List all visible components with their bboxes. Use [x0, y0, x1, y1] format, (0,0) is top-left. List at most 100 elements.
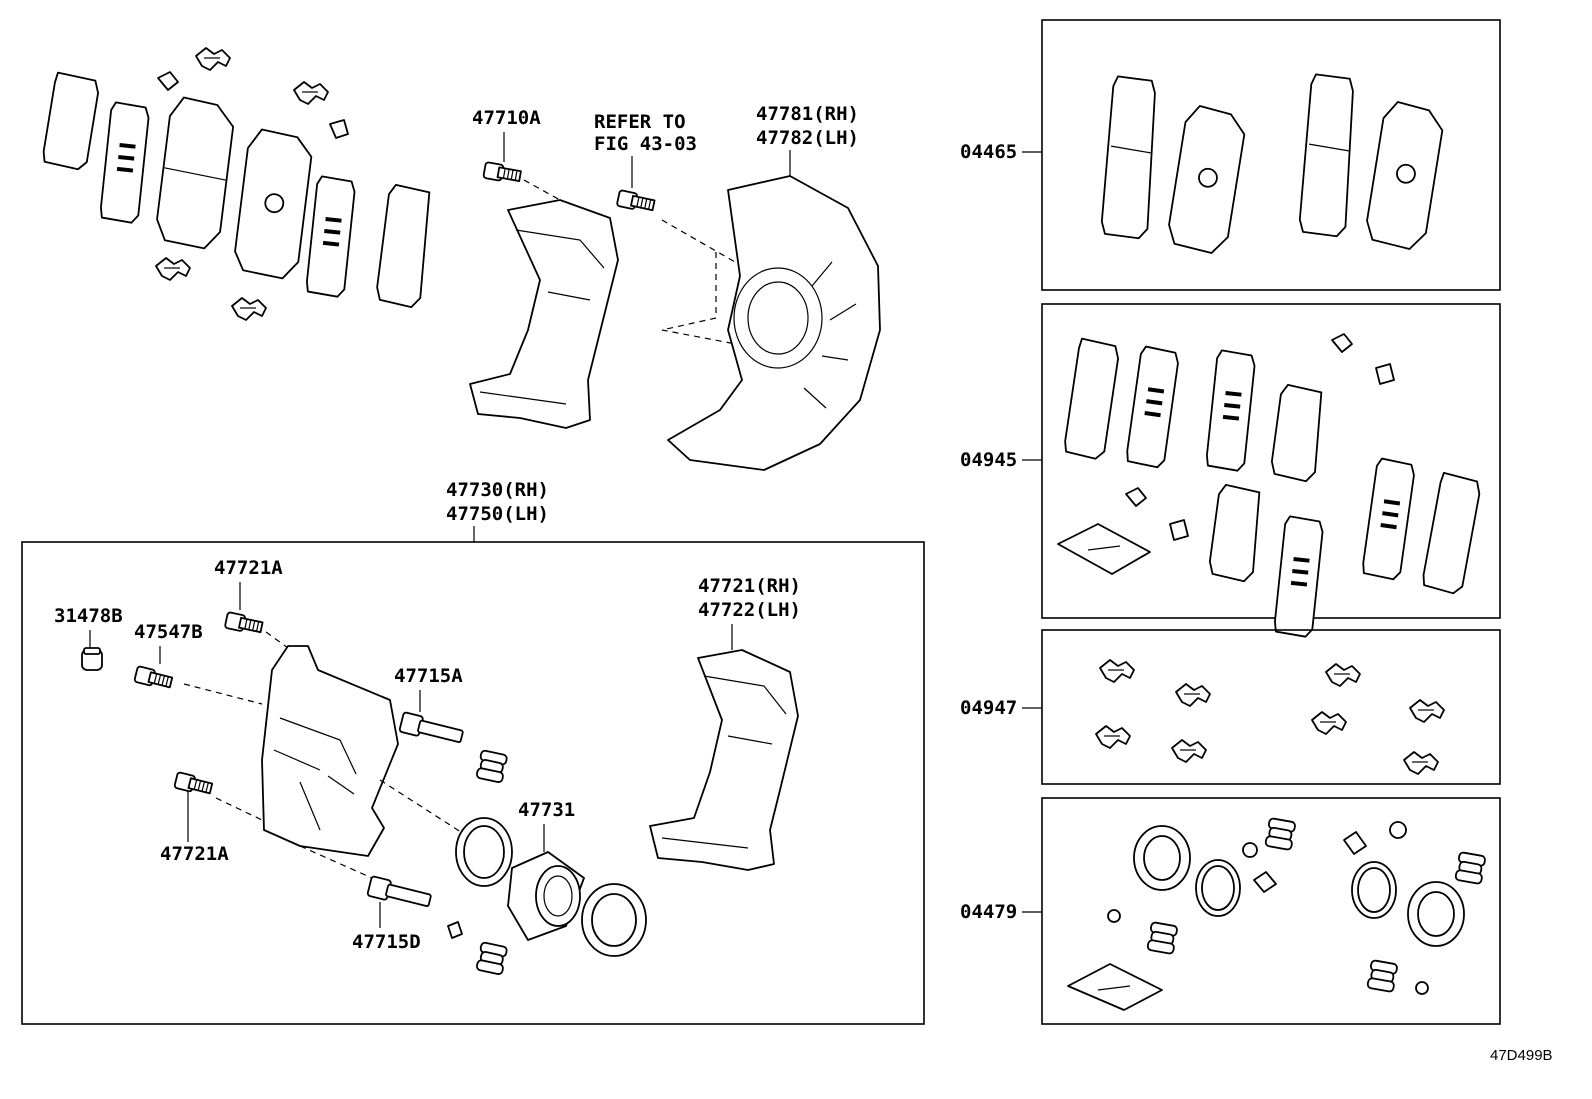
pad-clip	[195, 47, 231, 71]
wear-indicator	[1169, 519, 1189, 541]
kit-box-04479	[1041, 797, 1501, 1025]
label-47721-rh: 47721(RH)	[698, 575, 801, 597]
label-04945: 04945	[960, 449, 1017, 471]
bushing-boot	[1146, 921, 1179, 955]
pad-support-clip	[1409, 699, 1445, 723]
bleeder-cap-31478B	[81, 647, 103, 671]
wear-indicator	[157, 71, 179, 91]
inner-brake-pad	[234, 128, 313, 280]
label-47781-rh: 47781(RH)	[756, 103, 859, 125]
label-refer-fig: FIG 43-03	[594, 133, 697, 155]
wear-indicator	[329, 119, 349, 139]
dashed-guide	[379, 779, 465, 835]
slide-bushing-boot	[475, 941, 509, 976]
kit-box-04945	[1041, 303, 1501, 619]
piston-seal	[1195, 859, 1241, 917]
dashed-guide	[523, 179, 561, 201]
pad-support-clip	[1325, 663, 1361, 687]
wear-indicator	[1125, 487, 1147, 507]
label-04947: 04947	[960, 697, 1017, 719]
pad-support-clip	[1099, 659, 1135, 683]
piston-seal	[1351, 861, 1397, 919]
small-clip	[1343, 831, 1367, 855]
bolt-47721A-top	[223, 611, 265, 637]
bushing-boot	[1264, 817, 1297, 851]
label-47715D: 47715D	[352, 931, 421, 953]
pad-kit-04465	[1099, 73, 1444, 254]
label-31478B: 31478B	[54, 605, 123, 627]
pad-support-clip	[1311, 711, 1347, 735]
anti-squeal-shim	[1422, 471, 1481, 595]
wear-indicator	[1375, 363, 1395, 385]
small-clip	[1253, 871, 1277, 893]
label-47722-lh: 47722(LH)	[698, 599, 801, 621]
bleeder-plug-47547B	[133, 665, 174, 692]
anti-squeal-shim	[1204, 349, 1257, 473]
dashed-guide	[215, 797, 263, 821]
label-47721A-top: 47721A	[214, 557, 283, 579]
grease-packet	[1057, 523, 1151, 575]
cylinder-boot	[1407, 881, 1465, 947]
bleeder-cap	[1389, 821, 1407, 839]
pad-clip	[155, 257, 191, 281]
label-47710A: 47710A	[472, 107, 541, 129]
label-47715A: 47715A	[394, 665, 463, 687]
bolt-47721A-bottom	[173, 771, 214, 798]
pad-clip	[231, 297, 267, 321]
grease-packet-mark	[1097, 985, 1131, 991]
pad-support-clip	[1095, 725, 1131, 749]
disc-brake-dust-cover	[667, 175, 881, 471]
slide-bushing-boot	[475, 749, 509, 784]
brake-cylinder-body	[261, 645, 399, 857]
clip-kit-04947	[1095, 659, 1445, 775]
small-cap	[1107, 909, 1121, 923]
small-cap	[1415, 981, 1429, 995]
wear-indicator	[1331, 333, 1353, 353]
anti-squeal-shim	[1124, 345, 1181, 470]
bushing-boot	[1366, 959, 1399, 993]
label-47750-lh: 47750(LH)	[446, 503, 549, 525]
kit-box-04947	[1041, 629, 1501, 785]
cylinder-kit-04479	[1067, 817, 1487, 1011]
brake-pad	[1297, 73, 1357, 238]
kit-box-04465	[1041, 19, 1501, 291]
cylinder-boot-ring	[581, 883, 647, 957]
caliper-assembly-box	[21, 541, 925, 1025]
cylinder-piston-47731	[507, 851, 585, 941]
label-47730-rh: 47730(RH)	[446, 479, 549, 501]
label-refer-to: REFER TO	[594, 111, 686, 133]
pad-kit-exploded-view	[42, 47, 431, 321]
bushing-boot	[1454, 851, 1487, 885]
slide-pin-47715A	[398, 711, 464, 743]
bolt-refer-fig-43-03	[615, 189, 657, 215]
dashed-guide	[299, 845, 373, 879]
pad-shim-2	[304, 175, 357, 299]
caliper-mounting-assembly	[649, 649, 799, 871]
dashed-guide	[183, 683, 263, 705]
pad-support-clip	[1403, 751, 1439, 775]
pad-support-clip	[1175, 683, 1211, 707]
label-47547B: 47547B	[134, 621, 203, 643]
bleeder-cap	[1242, 842, 1258, 858]
cylinder-boot	[1133, 825, 1191, 891]
caliper-mounting-bracket	[469, 199, 619, 429]
small-washer	[447, 921, 463, 939]
piston-seal-ring	[455, 817, 513, 887]
grease-packet	[1067, 963, 1163, 1011]
label-04465: 04465	[960, 141, 1017, 163]
diagram-code: 47D499B	[1490, 1047, 1553, 1064]
pad-support-clip	[1171, 739, 1207, 763]
dashed-guide	[661, 219, 779, 353]
mounting-bolt-47710A	[482, 161, 523, 185]
outer-shim	[42, 71, 99, 171]
brake-pad	[1168, 105, 1246, 254]
label-04479: 04479	[960, 901, 1017, 923]
pad-clip	[293, 81, 329, 105]
brake-pad	[1099, 75, 1159, 240]
label-47731: 47731	[518, 799, 575, 821]
inner-shim	[98, 101, 151, 225]
pad-plate	[376, 183, 431, 309]
grease-packet-mark	[1087, 545, 1121, 551]
brake-pad	[1366, 101, 1444, 250]
